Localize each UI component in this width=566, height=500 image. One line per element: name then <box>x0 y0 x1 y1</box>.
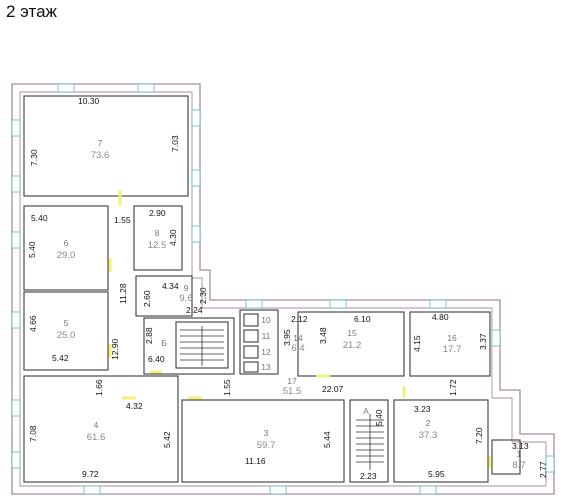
dimension-label: 5.95 <box>428 469 445 479</box>
room-area: 51.5 <box>283 386 302 397</box>
room-area: 29.0 <box>57 250 76 261</box>
dimension-label: 5.42 <box>162 431 172 448</box>
room-area: 6.4 <box>291 343 304 354</box>
dimension-label: 2.60 <box>142 290 152 307</box>
dimension-label: 2.30 <box>198 287 208 304</box>
dimension-label: 1.66 <box>94 379 104 396</box>
room-number: 1 <box>517 449 522 459</box>
dimension-label: 12.90 <box>110 338 120 360</box>
room-area: 73.6 <box>91 150 110 161</box>
room-area: 37.3 <box>419 430 438 441</box>
dimension-label: 5.40 <box>31 213 48 223</box>
windows <box>11 83 555 495</box>
dimension-label: 2.23 <box>360 471 377 481</box>
dimension-label: 5.44 <box>322 431 332 448</box>
dimension-label: 1.72 <box>448 379 458 396</box>
room-number: 11 <box>262 331 271 341</box>
dimension-label: 7.20 <box>474 427 484 444</box>
dimension-label: 4.66 <box>28 315 38 332</box>
dimension-label: 7.03 <box>170 135 180 152</box>
room-area: 17.7 <box>443 344 462 355</box>
dimension-label: 11.28 <box>118 283 128 304</box>
dimension-label: 3.95 <box>282 329 292 346</box>
room-number: Б <box>161 338 167 348</box>
room-number: 15 <box>347 328 357 338</box>
room-number: 16 <box>447 333 457 343</box>
dimension-label: 4.15 <box>412 335 422 352</box>
dimension-label: 7.08 <box>28 425 38 442</box>
toilet-cubicles <box>243 313 259 373</box>
dimension-label: 11.16 <box>245 456 266 466</box>
dimension-label: 9.72 <box>82 469 99 479</box>
room-number: 5 <box>64 318 69 328</box>
staircase-b <box>175 321 229 369</box>
dimension-label: 10.30 <box>78 96 100 106</box>
dimension-label: 2.77 <box>538 461 548 478</box>
dimension-label: 6.40 <box>148 354 165 364</box>
room-number: 7 <box>98 138 103 148</box>
dimension-label: 2.24 <box>186 305 203 315</box>
dimension-label: 5.40 <box>374 409 384 426</box>
dimension-label: 4.80 <box>432 312 449 322</box>
room-number: 4 <box>94 420 99 430</box>
dimension-label: 2.12 <box>291 314 308 324</box>
room-number: 6 <box>64 238 69 248</box>
room-labels: 7 73.6 6 29.0 8 12.5 9 9.6 5 25.0 Б 10 1… <box>57 138 526 471</box>
room-number: 10 <box>261 315 271 325</box>
doorways <box>108 190 492 468</box>
dimension-label: 1.55 <box>222 379 232 396</box>
room-area: 8.7 <box>512 460 525 471</box>
dimension-label: 4.34 <box>162 281 179 291</box>
dimension-label: 1.55 <box>114 215 131 225</box>
room-number: 14 <box>293 333 303 343</box>
dimension-label: 5.42 <box>52 353 69 363</box>
room-area: 25.0 <box>57 330 76 341</box>
dimension-label: 3.23 <box>414 404 431 414</box>
room-number: А <box>363 406 369 416</box>
room-area: 9.6 <box>179 293 192 304</box>
dimension-label: 7.30 <box>29 149 39 166</box>
room-area: 61.6 <box>87 432 106 443</box>
room-number: 8 <box>155 228 160 238</box>
room-number: 12 <box>261 347 271 357</box>
room-number: 9 <box>184 283 189 293</box>
room-area: 12.5 <box>148 240 167 251</box>
interior-walls <box>23 95 521 483</box>
dimension-label: 4.30 <box>168 229 178 246</box>
staircase-a <box>356 414 384 470</box>
floor-title: 2 этаж <box>6 2 57 21</box>
dimension-label: 3.48 <box>318 327 328 344</box>
dimension-label: 2.90 <box>149 208 166 218</box>
dimension-label: 3.13 <box>512 441 529 451</box>
dimension-label: 2.88 <box>144 327 154 344</box>
room-number: 13 <box>261 362 271 372</box>
dimension-label: 6.10 <box>354 314 371 324</box>
dimension-label: 4.32 <box>126 401 143 411</box>
dimension-label: 5.40 <box>27 241 37 258</box>
room-number: 3 <box>264 428 269 438</box>
room-number: 2 <box>426 418 431 428</box>
room-area: 59.7 <box>257 440 276 451</box>
dimension-label: 22.07 <box>322 384 344 394</box>
dimension-label: 3.37 <box>478 333 488 350</box>
room-number: 17 <box>287 376 297 386</box>
dimension-labels: 10.30 7.30 7.03 5.40 5.40 1.55 2.90 4.30… <box>27 96 548 481</box>
room-area: 21.2 <box>343 340 362 351</box>
